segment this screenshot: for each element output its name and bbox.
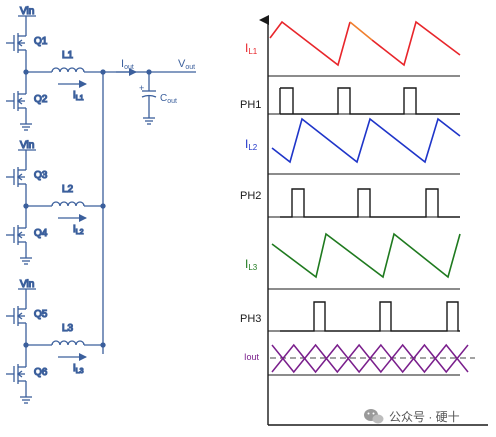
cout-label: Cout — [160, 93, 177, 105]
high-fet-label: Q3 — [34, 170, 48, 181]
watermark-text: 公众号 · 硬十 — [389, 410, 460, 424]
high-fet-label: Q5 — [34, 309, 48, 320]
ground-symbol — [20, 257, 32, 265]
waveform-il3: IL3 — [245, 232, 461, 279]
cout-plate-bottom — [141, 94, 157, 98]
high-side-mosfet — [6, 28, 27, 58]
inductor-current-label: IL2 — [73, 224, 84, 236]
ph1-first-pulse — [280, 87, 294, 114]
low-fet-label: Q2 — [34, 94, 48, 105]
inductor-coil — [51, 67, 85, 73]
low-side-mosfet — [6, 220, 27, 250]
iout-label: Iout — [121, 58, 134, 71]
watermark: 公众号 · 硬十 — [364, 409, 460, 424]
inductor-label: L1 — [62, 50, 74, 61]
inductor-label: L2 — [62, 184, 74, 195]
vin-label: Vin — [20, 279, 34, 290]
waveform-il2: IL2 — [245, 117, 461, 164]
il2-sawtooth — [271, 117, 461, 164]
high-fet-label: Q1 — [34, 36, 48, 47]
ground-symbol — [20, 396, 32, 404]
high-side-mosfet — [6, 162, 27, 192]
il3-sawtooth — [271, 232, 461, 279]
waveform-label-ph2: PH2 — [240, 190, 261, 202]
il1-ramp-a — [269, 20, 351, 67]
vin-label: Vin — [20, 6, 34, 17]
iout-ripple-b — [271, 343, 469, 374]
ground-symbol — [20, 123, 32, 131]
waveform-ph3: PH3 — [240, 301, 460, 332]
il1-ramp-b — [371, 20, 461, 67]
inductor-current-label: IL3 — [73, 363, 84, 375]
low-side-mosfet — [6, 359, 27, 389]
pulse-train — [280, 87, 460, 115]
cout-plus-sign: + — [139, 83, 144, 93]
waveform-label-il2: IL2 — [245, 137, 258, 152]
vout-label: Vout — [178, 58, 195, 71]
cout-ground — [143, 117, 155, 125]
waveform-label-ph3: PH3 — [240, 313, 261, 325]
il1-ramp-accent — [349, 21, 373, 41]
low-fet-label: Q4 — [34, 228, 48, 239]
inductor-label: L3 — [62, 323, 74, 334]
waveform-label-ph1: PH1 — [240, 99, 261, 111]
low-fet-label: Q6 — [34, 367, 48, 378]
wechat-icon — [364, 409, 384, 424]
inductor-coil — [51, 201, 85, 207]
waveform-label-il1: IL1 — [245, 41, 258, 56]
waveform-il1: IL1 — [245, 20, 461, 67]
vin-label: Vin — [20, 140, 34, 151]
inductor-coil — [51, 340, 85, 346]
high-side-mosfet — [6, 301, 27, 331]
waveform-iout: Iout — [244, 343, 475, 374]
waveform-ph2: PH2 — [240, 188, 460, 218]
pulse-train — [280, 188, 460, 218]
waveform-ph1: PH1 — [240, 87, 460, 115]
low-side-mosfet — [6, 86, 27, 116]
pulse-train — [280, 301, 460, 332]
waveform-label-iout: Iout — [244, 352, 260, 362]
inductor-current-label: IL1 — [73, 90, 84, 102]
waveform-label-il3: IL3 — [245, 257, 258, 272]
output-section: Iout Vout Cout + — [121, 58, 195, 105]
